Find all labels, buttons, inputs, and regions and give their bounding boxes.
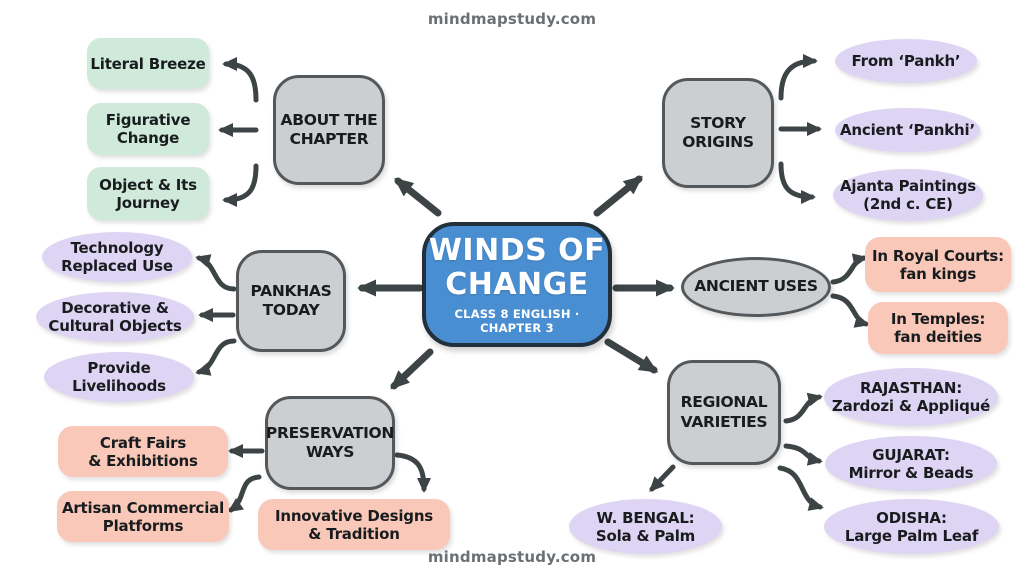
leaf-from-pankh: From ‘Pankh’ <box>835 39 977 83</box>
leaf-decorative-cultural: Decorative & Cultural Objects <box>36 292 194 342</box>
leaf-provide-livelihoods: Provide Livelihoods <box>44 352 194 402</box>
leaf-artisan-platforms: Artisan Commercial Platforms <box>57 491 229 542</box>
leaf-technology-replaced: Technology Replaced Use <box>42 232 192 282</box>
arrow-preservation-to-artisan <box>227 474 262 513</box>
arrow-preservation-to-innovative <box>394 452 431 493</box>
branch-preservation-ways: PRESERVATION WAYS <box>265 396 395 490</box>
arrow-regional-to-rajasthan <box>783 392 823 424</box>
arrow-center-to-preservation <box>390 348 434 390</box>
arrow-regional-to-w-bengal <box>649 464 676 492</box>
branch-about-the-chapter: ABOUT THE CHAPTER <box>273 75 385 185</box>
branch-pankhas-today: PANKHAS TODAY <box>236 250 346 352</box>
leaf-royal-courts: In Royal Courts: fan kings <box>865 237 1011 292</box>
branch-story-origins: STORY ORIGINS <box>662 78 774 188</box>
center-title: WINDS OF CHANGE <box>428 233 606 302</box>
arrow-about-to-literal-breeze <box>222 57 259 103</box>
arrow-center-to-regional <box>604 338 659 374</box>
leaf-rajasthan: RAJASTHAN: Zardozi & Appliqué <box>824 368 998 426</box>
arrow-pankhas-to-livelihoods <box>195 338 237 376</box>
leaf-temples: In Temples: fan deities <box>868 302 1008 354</box>
arrow-ancient-to-temples <box>830 293 870 328</box>
branch-regional-varieties: REGIONAL VARIETIES <box>667 360 781 465</box>
center-node: WINDS OF CHANGE CLASS 8 ENGLISH · CHAPTE… <box>422 222 612 347</box>
arrow-about-to-object-journey <box>222 163 259 207</box>
leaf-odisha: ODISHA: Large Palm Leaf <box>824 499 999 554</box>
arrow-ancient-to-royal-courts <box>830 253 868 285</box>
arrow-pankhas-to-technology <box>195 254 237 292</box>
branch-ancient-uses: ANCIENT USES <box>681 257 831 317</box>
leaf-object-journey: Object & Its Journey <box>87 167 209 220</box>
arrow-story-to-ajanta <box>778 161 816 204</box>
leaf-innovative-designs: Innovative Designs & Tradition <box>258 499 450 550</box>
leaf-ancient-pankhi: Ancient ‘Pankhi’ <box>835 108 980 152</box>
leaf-gujarat: GUJARAT: Mirror & Beads <box>825 436 997 491</box>
watermark-top: mindmapstudy.com <box>427 10 597 28</box>
arrow-regional-to-gujarat <box>783 443 823 466</box>
leaf-ajanta-paintings: Ajanta Paintings (2nd c. CE) <box>833 169 983 221</box>
arrow-center-to-about <box>394 177 442 217</box>
arrow-center-to-story <box>593 175 643 217</box>
watermark-bottom: mindmapstudy.com <box>427 548 597 566</box>
arrow-story-to-from-pankh <box>778 54 818 101</box>
leaf-w-bengal: W. BENGAL: Sola & Palm <box>569 499 722 554</box>
leaf-figurative-change: Figurative Change <box>87 103 209 155</box>
arrow-regional-to-odisha <box>777 465 824 511</box>
leaf-literal-breeze: Literal Breeze <box>87 38 209 89</box>
leaf-craft-fairs: Craft Fairs & Exhibitions <box>58 426 228 477</box>
center-subtitle: CLASS 8 ENGLISH · CHAPTER 3 <box>454 306 580 335</box>
